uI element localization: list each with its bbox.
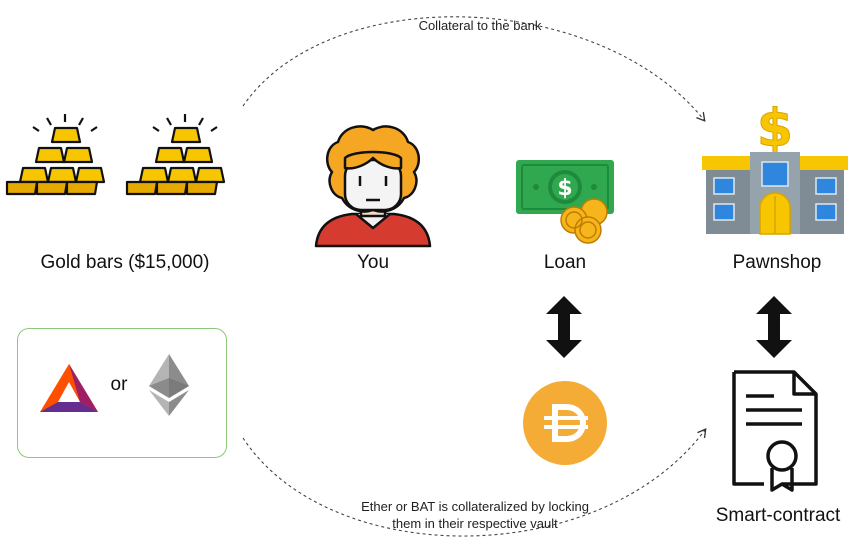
smart-contract-document-icon <box>732 370 818 492</box>
svg-text:$: $ <box>757 99 793 159</box>
bottom-arrow-label-2: them in their respective vault <box>392 516 558 531</box>
smart-contract-label: Smart-contract <box>715 505 841 526</box>
ether-token-icon <box>149 354 189 416</box>
gold-bars-label: Gold bars ($15,000) <box>40 252 210 273</box>
person-icon <box>314 125 432 248</box>
pawnshop-building-icon: $ <box>702 99 848 235</box>
loan-dai-double-arrow-icon <box>546 296 582 358</box>
bottom-arrow <box>242 428 707 537</box>
pawnshop-label: Pawnshop <box>732 252 822 273</box>
gold-bars-icon <box>5 114 226 196</box>
loan-label: Loan <box>543 252 587 273</box>
collateral-crypto-box <box>17 328 227 458</box>
money-bill-coins-icon: $ <box>516 160 614 244</box>
dai-coin-icon <box>523 381 607 465</box>
you-label: You <box>356 252 390 273</box>
bottom-arrow-label-1: Ether or BAT is collateralized by lockin… <box>361 499 589 514</box>
svg-text:$: $ <box>557 176 572 201</box>
or-label: or <box>110 374 128 395</box>
top-arrow-label: Collateral to the bank <box>418 18 542 33</box>
pawnshop-contract-double-arrow-icon <box>756 296 792 358</box>
bat-token-icon <box>40 364 98 412</box>
top-arrow <box>242 16 706 122</box>
